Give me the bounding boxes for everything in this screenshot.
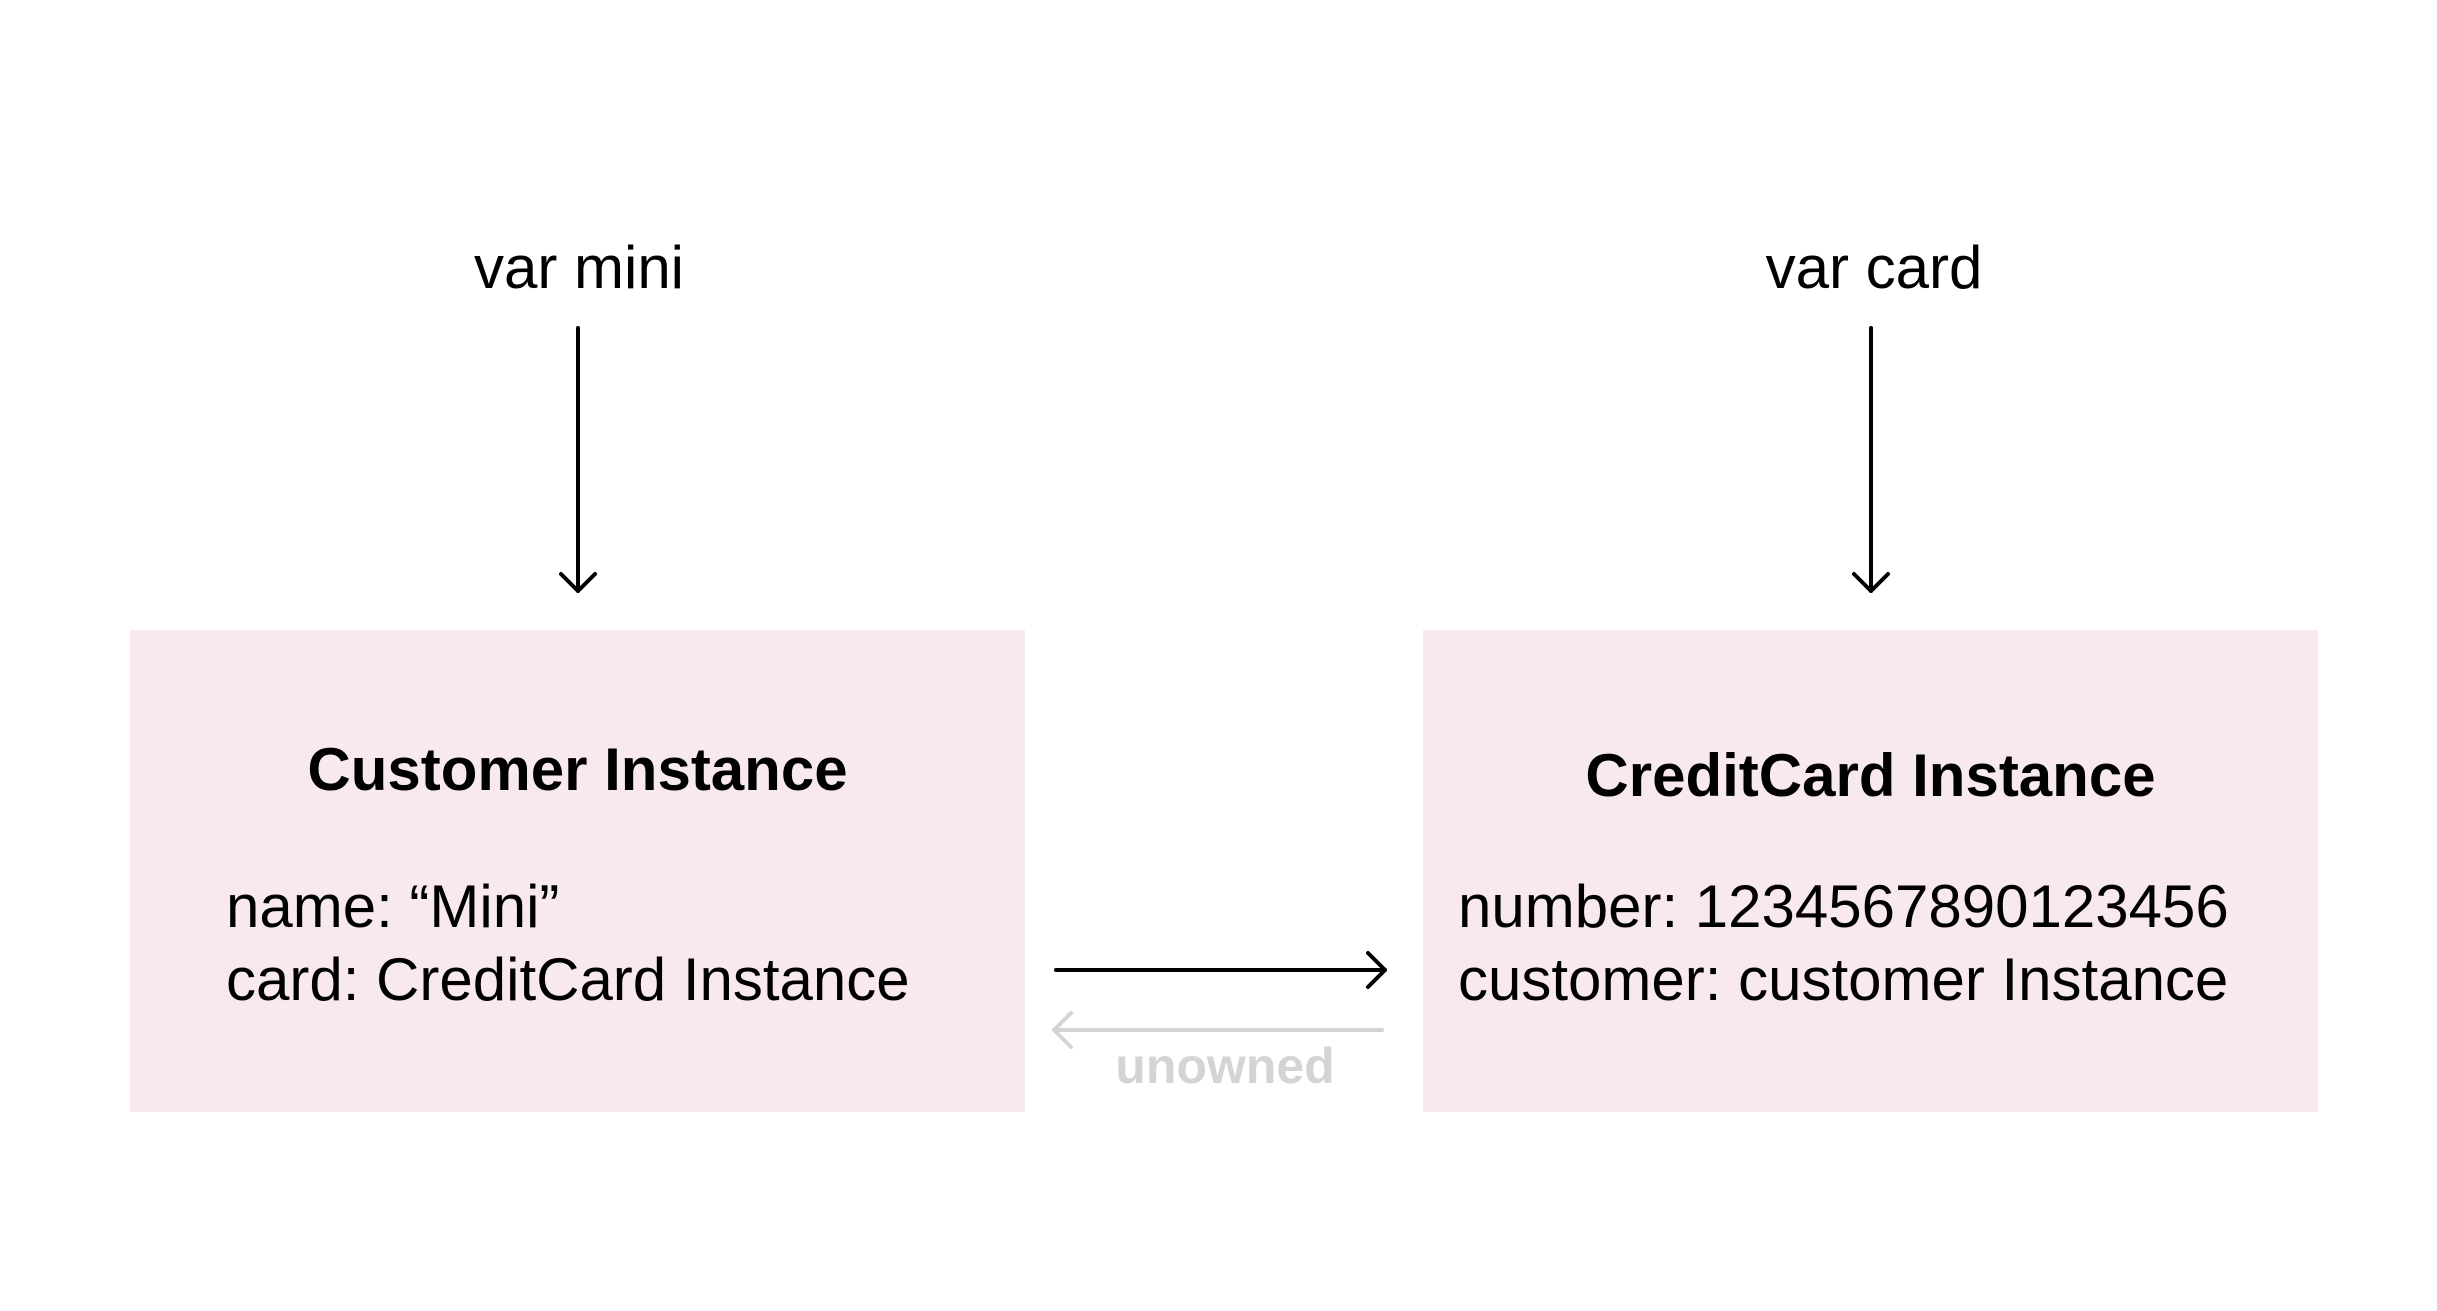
customer-instance-fields: name: “Mini” card: CreditCard Instance <box>226 870 910 1016</box>
customer-instance-box: Customer Instance name: “Mini” card: Cre… <box>130 630 1025 1112</box>
unowned-reference-label: unowned <box>1115 1038 1335 1094</box>
creditcard-customer-field: customer: customer Instance <box>1458 946 2229 1013</box>
customer-to-creditcard-strong-arrow <box>1054 951 1387 989</box>
creditcard-instance-box: CreditCard Instance number: 123456789012… <box>1423 630 2318 1112</box>
mini-to-customer-arrow <box>559 326 597 593</box>
customer-name-field: name: “Mini” <box>226 873 560 940</box>
creditcard-instance-fields: number: 1234567890123456 customer: custo… <box>1458 870 2229 1016</box>
customer-instance-title: Customer Instance <box>307 736 848 803</box>
card-to-creditcard-arrow <box>1852 326 1890 593</box>
customer-card-field: card: CreditCard Instance <box>226 946 910 1013</box>
creditcard-instance-title: CreditCard Instance <box>1585 742 2156 809</box>
variable-mini-label: var mini <box>473 234 685 301</box>
variable-card-label: var card <box>1765 234 1983 301</box>
creditcard-number-field: number: 1234567890123456 <box>1458 873 2229 940</box>
